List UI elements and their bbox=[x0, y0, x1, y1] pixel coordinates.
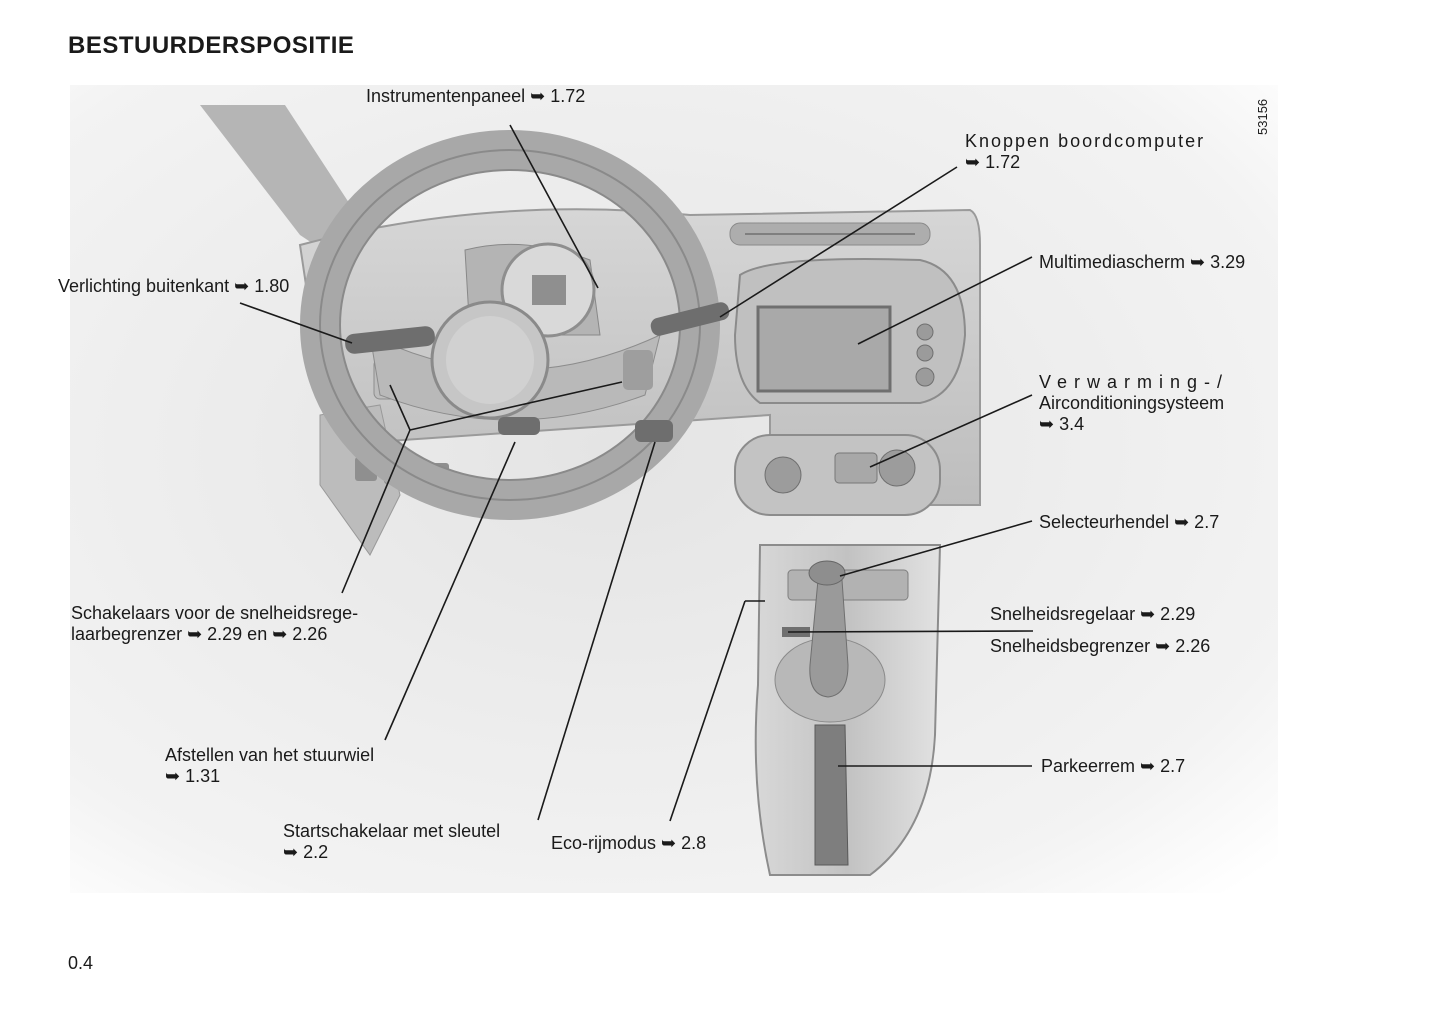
leader-startschakelaar bbox=[537, 441, 656, 821]
label-airconditioningsysteem: Airconditioningsysteem bbox=[1039, 393, 1225, 413]
gear-selector bbox=[809, 579, 849, 698]
multimedia-screen bbox=[756, 305, 892, 393]
light-stalk bbox=[345, 326, 435, 354]
cluster-display bbox=[532, 275, 566, 305]
label-startschakelaar: Startschakelaar met sleutel bbox=[283, 821, 501, 841]
selector-knob bbox=[808, 560, 846, 586]
hvac-knob-left bbox=[764, 456, 802, 494]
figure-code: 53156 bbox=[1255, 98, 1270, 135]
leader-schakelaars-2 bbox=[409, 381, 623, 431]
label-selecteurhendel: Selecteurhendel ➥ 2.7 bbox=[1039, 512, 1220, 532]
screen-buttons bbox=[915, 323, 935, 387]
label-verwarming-ref: ➥ 3.4 bbox=[1039, 414, 1085, 434]
ignition-switch bbox=[635, 420, 673, 442]
label-schakelaars: Schakelaars voor de snelheidsrege- bbox=[71, 603, 359, 623]
label-knoppen-boordcomputer: Knoppen boordcomputer bbox=[965, 131, 1206, 151]
label-eco-rijmodus: Eco-rijmodus ➥ 2.8 bbox=[551, 833, 707, 853]
parking-brake bbox=[814, 724, 849, 866]
dashboard-illustration bbox=[70, 85, 1278, 893]
label-verwarming: Verwarming-/ bbox=[1039, 372, 1230, 392]
leader-instrumentenpaneel bbox=[509, 124, 599, 289]
label-afstellen-stuurwiel-ref: ➥ 1.31 bbox=[165, 766, 221, 786]
page-number: 0.4 bbox=[68, 953, 94, 973]
label-afstellen-stuurwiel: Afstellen van het stuurwiel bbox=[165, 745, 375, 765]
label-snelheidsbegrenzer: Snelheidsbegrenzer ➥ 2.26 bbox=[990, 636, 1211, 656]
leader-verwarming bbox=[869, 394, 1033, 468]
label-parkeerrem: Parkeerrem ➥ 2.7 bbox=[1041, 756, 1186, 776]
leader-knoppen-boordcomputer bbox=[719, 166, 958, 318]
leader-schakelaars-3 bbox=[389, 384, 411, 431]
leader-schakelaars-1 bbox=[341, 429, 411, 594]
leader-afstellen-stuurwiel bbox=[384, 441, 516, 741]
leader-lines bbox=[239, 124, 1034, 822]
hvac-buttons bbox=[834, 452, 878, 484]
label-instrumentenpaneel: Instrumentenpaneel ➥ 1.72 bbox=[366, 86, 586, 106]
page-title: BESTUURDERSPOSITIE bbox=[68, 32, 355, 59]
wheel-adjust-lever bbox=[498, 417, 540, 435]
leader-snelheidsregelaar bbox=[787, 630, 1034, 633]
label-startschakelaar-ref: ➥ 2.2 bbox=[283, 842, 329, 862]
label-snelheidsregelaar: Snelheidsregelaar ➥ 2.29 bbox=[990, 604, 1196, 624]
leader-verlichting-buitenkant bbox=[239, 302, 353, 344]
label-schakelaars-refs: laarbegrenzer ➥ 2.29 en ➥ 2.26 bbox=[71, 624, 328, 644]
label-multimediascherm: Multimediascherm ➥ 3.29 bbox=[1039, 252, 1246, 272]
label-knoppen-boordcomputer-ref: ➥ 1.72 bbox=[965, 152, 1021, 172]
wiper-stalk bbox=[650, 302, 730, 336]
dashboard-drawing bbox=[70, 85, 1278, 893]
leader-eco-rijmodus-1 bbox=[669, 600, 746, 822]
a-pillar bbox=[200, 105, 370, 265]
label-verlichting-buitenkant: Verlichting buitenkant ➥ 1.80 bbox=[58, 276, 290, 296]
leader-multimediascherm bbox=[857, 256, 1033, 345]
leader-selecteurhendel bbox=[839, 520, 1033, 577]
